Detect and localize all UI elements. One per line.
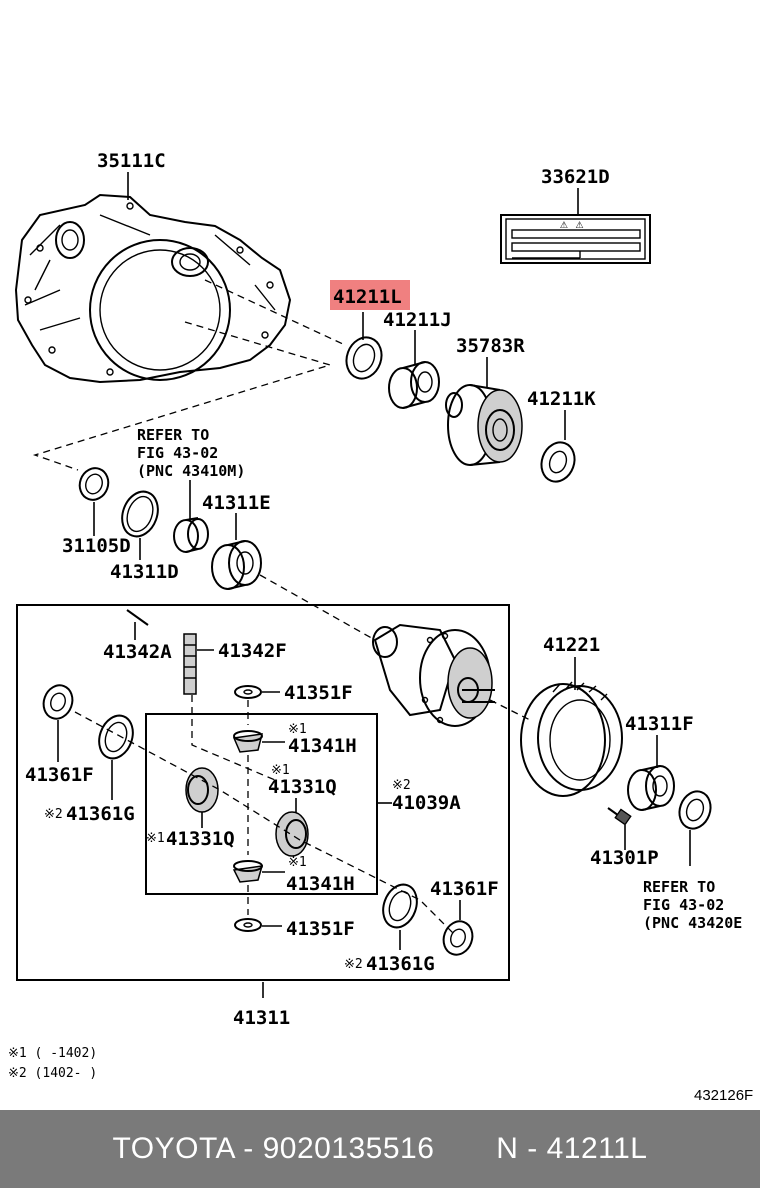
refer1-line2: FIG 43-02 [137,444,218,462]
mark1-41331q-right: ※1 [271,763,290,778]
label-41361f-right: 41361F [430,878,499,900]
label-41342f: 41342F [218,640,287,662]
ring-gear-41221[interactable] [520,681,623,797]
label-41211j: 41211J [383,309,452,331]
refer2-line3[interactable]: (PNC 43420E [643,914,742,932]
parts-diagram: 35111C ⚠ ⚠ 33621D 41211L 41211J 35783R [8,150,753,1104]
highlight-41211l [330,280,410,310]
label-41221: 41221 [543,634,600,656]
footer-bar: TOYOTA - 9020135516 N - 41211L [0,1110,760,1188]
label-41039a: 41039A [392,792,461,814]
pinion-shaft-41342f[interactable] [183,633,197,695]
figure-code: 432126F [694,1087,753,1104]
washer-41351f-top[interactable] [234,685,262,699]
mark2-41361g-left: ※2 [44,807,63,822]
label-35783r: 35783R [456,335,525,357]
refer2-line2: FIG 43-02 [643,896,724,914]
refer1-line3[interactable]: (PNC 43410M) [137,462,245,480]
label-41361f-left: 41361F [25,764,94,786]
bearing-41211j[interactable] [388,361,440,409]
label-41301p: 41301P [590,847,659,869]
oil-seal-31105d[interactable] [75,464,112,504]
label-33621d: 33621D [541,166,610,188]
label-41331q-right: 41331Q [268,776,337,798]
kit-box-41311 [16,604,510,981]
label-35111c: 35111C [97,150,166,172]
label-41351f-top: 41351F [284,682,353,704]
side-gear-41341h-bottom[interactable] [232,860,264,883]
differential-case[interactable] [372,623,495,727]
label-41351f-bottom: 41351F [286,918,355,940]
mark2-41039a: ※2 [392,778,411,793]
oil-seal-refer-43420e[interactable] [674,787,715,833]
mark1-41331q-left: ※1 [146,831,165,846]
footer-part-number: TOYOTA - 9020135516 N - 41211L [112,1132,648,1165]
label-41341h-bottom: 41341H [286,873,355,895]
thrust-washer-41361f-left[interactable] [39,681,77,723]
legend-2: ※2 (1402- ) [8,1066,97,1081]
refer2-line1: REFER TO [643,878,715,896]
pinion-gear-41331q-left[interactable] [185,767,219,813]
kit-box-41039a [145,713,378,895]
label-41311: 41311 [233,1007,290,1029]
label-41331q-left: 41331Q [166,828,235,850]
thrust-washer-41361f-right[interactable] [439,917,477,959]
label-41311e: 41311E [202,492,271,514]
label-41211k: 41211K [527,388,596,410]
mark1-41341h-top: ※1 [288,722,307,737]
label-41311f: 41311F [625,713,694,735]
label-31105d: 31105D [62,535,131,557]
label-41361g-right: 41361G [366,953,435,975]
side-gear-41341h-top[interactable] [232,730,263,753]
refer1-line1: REFER TO [137,426,209,444]
label-41361g-left: 41361G [66,803,135,825]
oil-seal-41211l[interactable] [341,332,387,383]
label-41342a: 41342A [103,641,172,663]
label-41211l[interactable]: 41211L [333,286,402,308]
pin-41342a[interactable] [126,609,149,626]
pinion-gear-41331q-right[interactable] [275,811,309,857]
bearing-41311e[interactable] [211,540,262,590]
label-41311d: 41311D [110,561,179,583]
bolt-41301p[interactable] [607,807,632,826]
washer-41361g-right[interactable] [377,880,422,932]
legend-1: ※1 ( -1402) [8,1046,97,1061]
label-41341h-top: 41341H [288,735,357,757]
washer-41361g-left[interactable] [93,711,138,763]
washer-41351f-bottom[interactable] [234,918,262,932]
label-sheet-text: ⚠ ⚠ [560,217,584,232]
mark1-41341h-bottom: ※1 [288,855,307,870]
caution-label-plate[interactable]: ⚠ ⚠ [500,214,651,264]
shim-41311d[interactable] [116,487,164,542]
bearing-41311f[interactable] [627,765,675,811]
bearing-refer-43410m[interactable] [173,517,209,553]
race-41211k[interactable] [536,438,580,487]
speedometer-drive-gear-35783r[interactable] [445,384,523,466]
transaxle-housing[interactable] [14,193,292,384]
mark2-41361g-right: ※2 [344,957,363,972]
